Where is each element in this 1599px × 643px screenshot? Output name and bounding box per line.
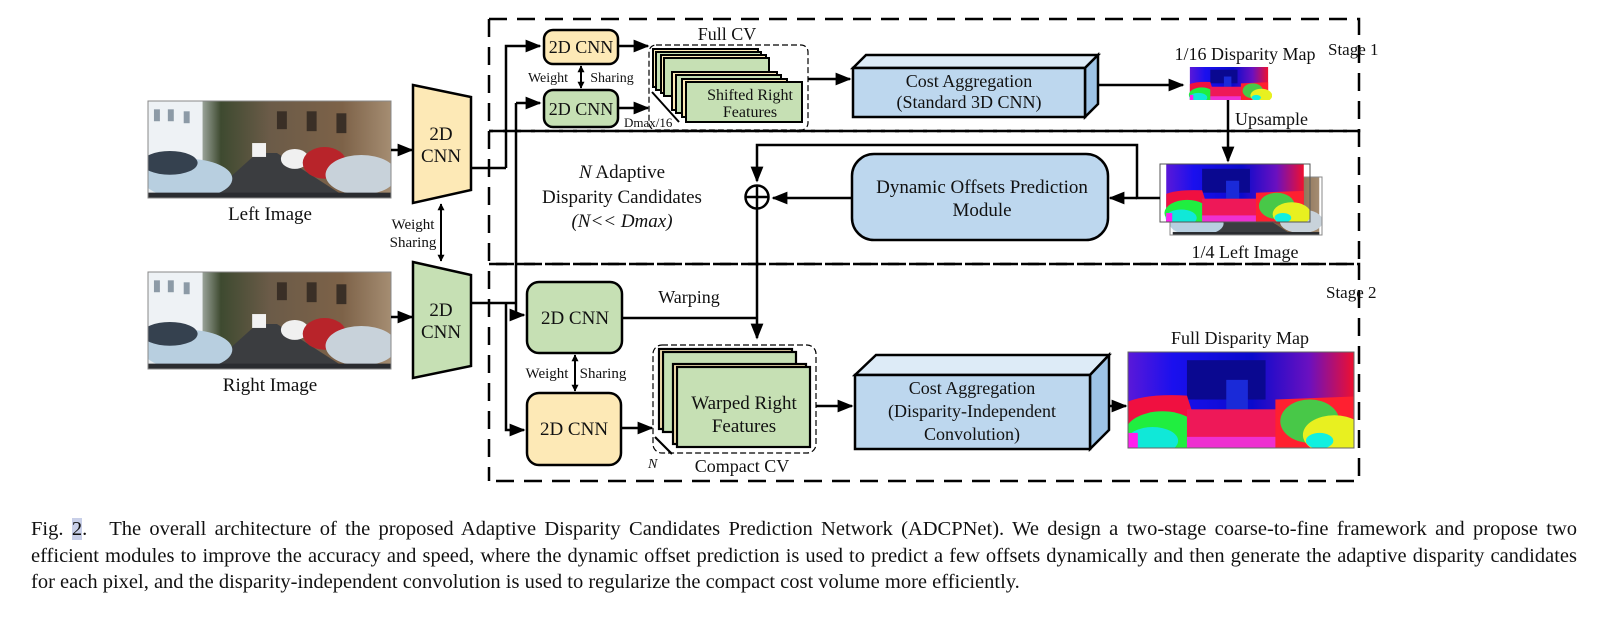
stage1-cnn-bottom-label: 2D CNN [549,99,614,119]
full-disparity-map [1127,351,1355,449]
caption-fig-label: Fig. 2. [31,518,88,540]
caption-fig-number: 2 [71,518,83,540]
figure-caption: Fig. 2. The overall architecture of the … [31,516,1577,596]
adaptive-candidates-label-2: Disparity Candidates [542,187,702,208]
stage2-cost-agg-label-1: Cost Aggregation [909,378,1036,398]
right-backbone-cnn-label-2: CNN [421,322,461,343]
dynamic-offsets-label-2: Module [952,200,1011,221]
full-cv-label: Full CV [698,24,757,44]
right-image-label: Right Image [223,375,317,396]
dmax-label: Dmax/16 [624,115,673,130]
offset-routing [622,143,1160,340]
backbone-routing [471,39,542,437]
stage1-weight-sharing-label-2: Sharing [590,71,634,86]
stage2-cost-agg-label-3: Convolution) [924,424,1020,445]
backbone-weight-sharing-label-1: Weight [392,217,436,233]
backbone-weight-sharing-label-2: Sharing [390,235,437,251]
stage2-box [489,262,1361,483]
stage1-cost-aggregation-box [849,51,1102,121]
sixteenth-disparity-map-label: 1/16 Disparity Map [1175,44,1316,64]
right-backbone-cnn-label-1: 2D [429,300,452,321]
sum-operator-icon [744,184,770,210]
adaptive-candidates-label-1: N Adaptive [578,162,665,183]
stage2-weight-sharing-label-2: Sharing [580,366,627,382]
sixteenth-disparity-map [1188,67,1272,100]
compact-cv-stack [654,347,812,455]
stage2-cnn-top-label: 2D CNN [541,308,609,329]
dynamic-offsets-label-1: Dynamic Offsets Prediction [876,177,1088,198]
stage1-weight-sharing-label-1: Weight [528,71,568,86]
left-backbone-cnn-label-2: CNN [421,146,461,167]
caption-text: The overall architecture of the proposed… [31,518,1578,593]
stage2-cnn-top [525,280,624,355]
stage1-cost-agg-label-2: (Standard 3D CNN) [897,92,1042,113]
left-image [147,100,392,199]
shifted-features-label-1: Shifted Right [707,87,793,104]
adaptive-candidates-label-3: (N<< Dmax) [571,211,672,232]
upsample-label: Upsample [1235,109,1308,129]
architecture-diagram: Stage 1 Stage 2 Left Image Right Image 2… [147,17,1379,483]
quarter-disparity-map [1159,163,1311,223]
stage2-cost-aggregation-box [851,351,1112,453]
warping-label: Warping [658,287,720,307]
left-image-label: Left Image [228,204,312,225]
compact-cv-label: Compact CV [695,456,790,476]
stage1-cnn-top-label: 2D CNN [549,37,614,57]
quarter-left-image-label: 1/4 Left Image [1192,242,1299,262]
stage2-label: Stage 2 [1326,283,1377,302]
shifted-features-label-2: Features [723,104,777,121]
stage2-weight-sharing-label-1: Weight [526,366,570,382]
warped-features-label-1: Warped Right [691,393,797,414]
stage1-cost-agg-label-1: Cost Aggregation [906,71,1033,91]
dynamic-offsets-module [850,152,1110,242]
stage1-label: Stage 1 [1328,40,1379,59]
full-cv-stack [651,48,803,123]
stage2-cnn-bottom-label: 2D CNN [540,419,608,440]
right-backbone-cnn [411,260,473,380]
n-label: N [647,457,658,472]
full-disparity-map-label: Full Disparity Map [1171,328,1309,348]
right-image [147,271,392,370]
full-cv-container [648,44,809,131]
left-backbone-cnn-label-1: 2D [429,124,452,145]
stage2-cost-agg-label-2: (Disparity-Independent [888,401,1056,422]
compact-cv-container [652,344,817,454]
left-backbone-cnn [411,83,473,205]
stage-boundaries [487,17,1361,483]
warped-features-label-2: Features [712,416,776,437]
